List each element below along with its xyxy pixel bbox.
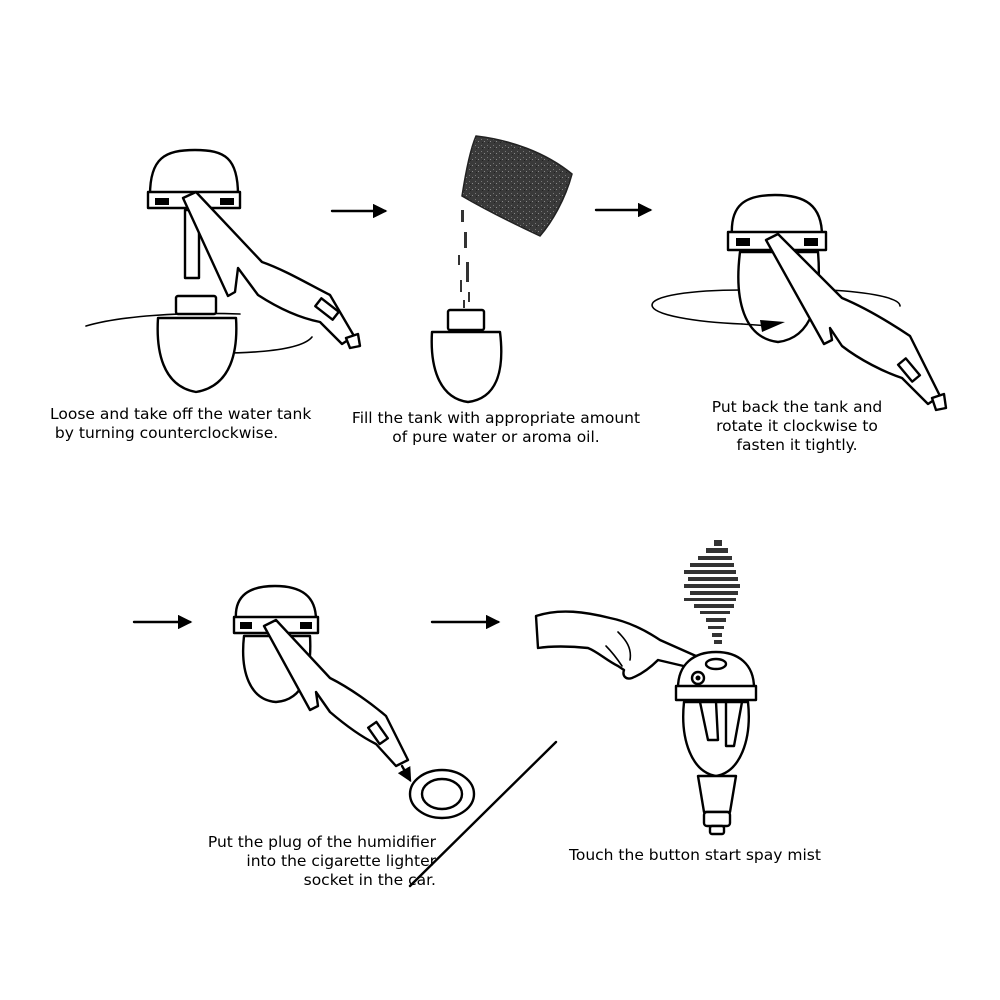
step5-caption-line1: Touch the button start spay mist <box>569 846 821 864</box>
step1-head-cap <box>148 148 240 197</box>
step1-caption-line1: Loose and take off the water tank <box>50 405 312 423</box>
step5-plug-body <box>696 774 738 814</box>
step1-water-tank <box>156 316 238 394</box>
step4-caption: Put the plug of the humidifier into the … <box>200 833 436 890</box>
step2-water-tank <box>430 330 503 404</box>
step5-illustration <box>534 540 758 836</box>
step1-rotation-back <box>85 312 241 327</box>
step3-head-cap <box>730 193 824 238</box>
step2-caption-line2: of pure water or aroma oil. <box>392 428 600 446</box>
step4-head-cap <box>234 584 318 622</box>
step5-mist-nozzle <box>704 657 728 671</box>
step3-caption-line2: rotate it clockwise to <box>716 417 878 435</box>
step5-pointing-hand <box>534 610 701 680</box>
step2-pouring-stream <box>458 210 470 308</box>
step1-tank-neck <box>174 294 218 316</box>
step4-insert-arrow-icon <box>397 764 412 783</box>
step5-mist <box>684 540 740 644</box>
step5-caption: Touch the button start spay mist <box>569 846 821 865</box>
step3-caption-line3: fasten it tightly. <box>736 436 858 454</box>
step1-plug-arm <box>181 190 356 346</box>
step3-illustration <box>651 193 948 412</box>
step1-caption: Loose and take off the water tank by tur… <box>50 405 311 443</box>
step3-caption-line1: Put back the tank and <box>711 398 883 416</box>
step1-caption-line2: by turning counterclockwise. <box>50 424 279 442</box>
step2-caption: Fill the tank with appropriate amount of… <box>344 409 648 447</box>
step4-dashboard-edge <box>408 740 558 888</box>
step4-caption-line3: socket in the car. <box>303 871 436 889</box>
step5-humidifier-band <box>674 684 758 702</box>
step3-rotation-path <box>651 289 743 325</box>
step2-tank-neck <box>446 308 486 332</box>
step3-rotation-back <box>827 289 901 307</box>
step2-pouring-container <box>461 135 573 237</box>
step2-caption-line1: Fill the tank with appropriate amount <box>351 409 641 427</box>
step4-illustration <box>232 584 558 888</box>
step1-illustration <box>85 148 362 394</box>
step3-cw-arrow-icon <box>760 320 785 332</box>
step3-caption: Put back the tank and rotate it clockwis… <box>700 398 894 455</box>
step4-caption-line1: Put the plug of the humidifier <box>207 833 436 851</box>
step2-illustration <box>430 135 573 404</box>
step4-caption-line2: into the cigarette lighter <box>246 852 436 870</box>
step3-plug-arm <box>764 232 942 406</box>
